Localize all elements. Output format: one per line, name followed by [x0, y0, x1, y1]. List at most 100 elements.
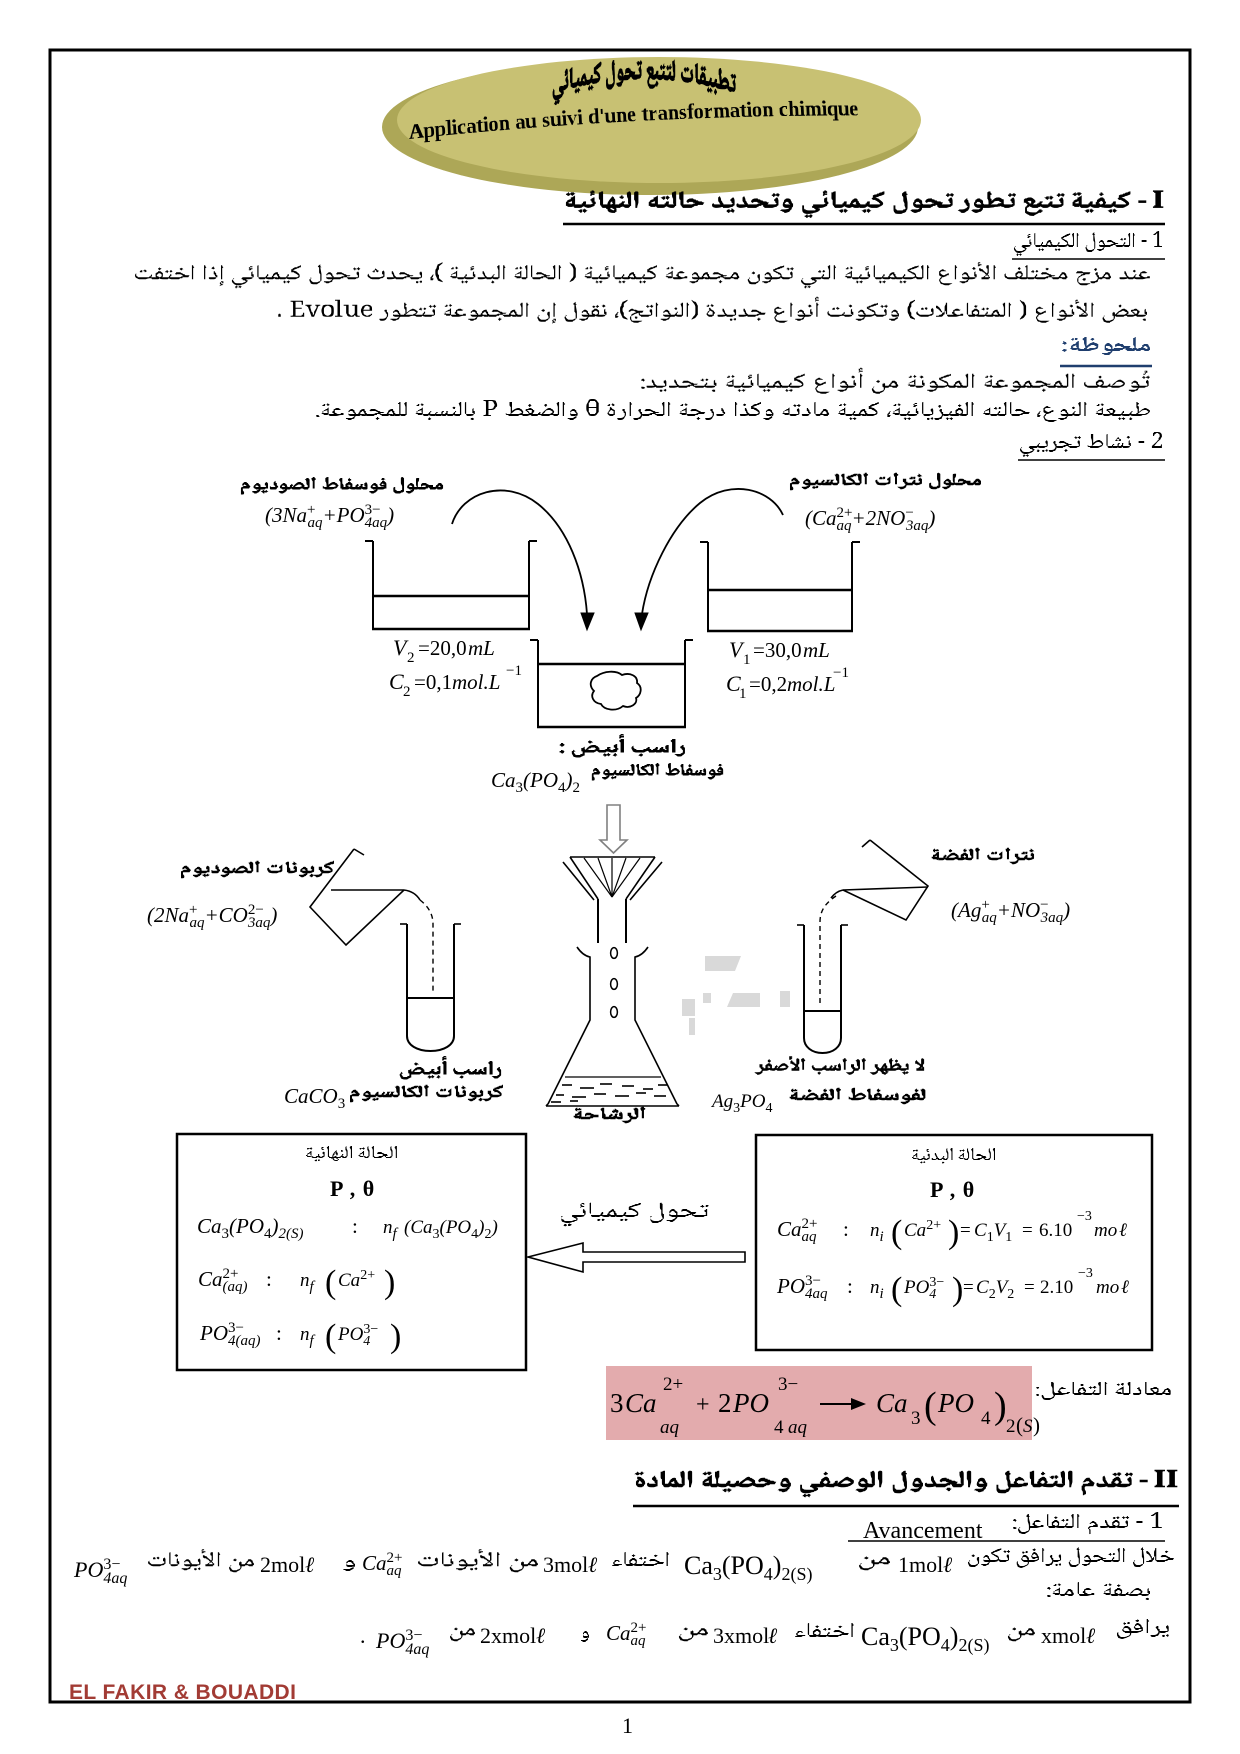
svg-text:Ag3PO4: Ag3PO4	[710, 1091, 772, 1116]
svg-text:ℓ: ℓ	[536, 1623, 546, 1648]
svg-text:=: =	[1022, 1220, 1033, 1241]
svg-text:Ca3(PO4)2(S): Ca3(PO4)2(S)	[861, 1622, 989, 1656]
svg-text:mo: mo	[1094, 1220, 1117, 1241]
svg-text:(3Na+aq+PO3−4aq): (3Na+aq+PO3−4aq)	[265, 502, 394, 531]
svg-text:mL: mL	[468, 636, 495, 660]
svg-text:): )	[994, 1385, 1007, 1427]
svg-text:mol.L: mol.L	[452, 670, 500, 694]
svg-text:=: =	[960, 1220, 971, 1241]
svg-text:4: 4	[981, 1408, 991, 1429]
svg-text:V: V	[729, 637, 745, 662]
svg-text:ℓ: ℓ	[943, 1552, 953, 1577]
svg-text:Ca2+aq: Ca2+aq	[362, 1550, 402, 1579]
svg-text:): )	[948, 1214, 959, 1251]
svg-text::: :	[352, 1214, 358, 1238]
svg-text:−3: −3	[1078, 1266, 1093, 1281]
svg-text:3: 3	[610, 1388, 624, 1418]
svg-text:C: C	[389, 669, 404, 694]
svg-text:C2V2: C2V2	[976, 1277, 1014, 1302]
svg-text:V: V	[393, 635, 409, 660]
svg-text:Ca3(PO4)2: Ca3(PO4)2	[491, 768, 580, 796]
svg-text:Ca2+: Ca2+	[904, 1218, 941, 1241]
svg-text:PO3−4(aq): PO3−4(aq)	[199, 1320, 260, 1349]
svg-text::: :	[843, 1217, 849, 1241]
svg-text:6.10: 6.10	[1039, 1220, 1072, 1241]
svg-text:): )	[952, 1271, 963, 1308]
svg-text::: :	[847, 1274, 853, 1298]
svg-text:2: 2	[1006, 1416, 1016, 1437]
svg-text:mo: mo	[1096, 1277, 1119, 1298]
svg-text:Ca: Ca	[625, 1388, 657, 1418]
svg-text::: :	[266, 1267, 272, 1291]
svg-text:ℓ: ℓ	[588, 1552, 598, 1577]
svg-text:nf: nf	[383, 1217, 399, 1242]
svg-text:PO: PO	[732, 1388, 769, 1418]
svg-text:mol.L: mol.L	[787, 672, 835, 696]
svg-text:mL: mL	[803, 638, 830, 662]
svg-text:ℓ: ℓ	[1086, 1623, 1096, 1648]
svg-text:PO3−4aq: PO3−4aq	[776, 1273, 828, 1302]
svg-text:2: 2	[403, 684, 411, 700]
svg-text:ℓ: ℓ	[1119, 1220, 1127, 1241]
svg-text:(Ca2+aq+2NO−3aq): (Ca2+aq+2NO−3aq)	[805, 505, 935, 534]
svg-text:2+: 2+	[663, 1374, 683, 1395]
svg-text:(: (	[891, 1214, 902, 1251]
svg-text:): )	[1033, 1413, 1040, 1437]
svg-text:+: +	[696, 1392, 710, 1418]
svg-text:ni: ni	[870, 1277, 884, 1302]
svg-text:(: (	[325, 1264, 336, 1301]
svg-text:=0,2: =0,2	[749, 672, 787, 696]
svg-text:P , θ: P , θ	[930, 1177, 975, 1202]
svg-text:3−: 3−	[778, 1374, 798, 1395]
svg-text:Ca3(PO4)2(S): Ca3(PO4)2(S)	[197, 1214, 304, 1242]
svg-text:1: 1	[739, 686, 747, 702]
svg-text:=0,1: =0,1	[414, 670, 452, 694]
svg-text:PO3−4: PO3−4	[337, 1322, 378, 1349]
svg-text:PO3−4aq: PO3−4aq	[375, 1627, 429, 1658]
svg-text:EL FAKIR & BOUADDI: EL FAKIR & BOUADDI	[69, 1681, 296, 1704]
svg-text:nf: nf	[300, 1270, 316, 1295]
svg-text:=: =	[1024, 1277, 1035, 1298]
svg-text:4: 4	[774, 1417, 784, 1438]
svg-text:(Ca3(PO4)2): (Ca3(PO4)2)	[404, 1217, 498, 1242]
svg-text:=: =	[963, 1277, 974, 1298]
svg-text:C1V1: C1V1	[974, 1220, 1012, 1245]
svg-text:Ca2+aq: Ca2+aq	[606, 1620, 646, 1649]
svg-text:2mol: 2mol	[260, 1552, 305, 1577]
svg-text:Ca: Ca	[876, 1388, 908, 1418]
svg-text:Ca3(PO4)2(S): Ca3(PO4)2(S)	[684, 1551, 812, 1585]
svg-text:(: (	[891, 1271, 902, 1308]
svg-text:3xmol: 3xmol	[713, 1623, 769, 1648]
svg-text:=20,0: =20,0	[418, 636, 467, 660]
svg-text:PO: PO	[937, 1388, 974, 1418]
svg-text:P , θ: P , θ	[330, 1176, 375, 1201]
svg-text:C: C	[726, 671, 741, 696]
svg-text:=30,0: =30,0	[753, 638, 802, 662]
svg-text:1mol: 1mol	[898, 1552, 943, 1577]
svg-text:1: 1	[743, 652, 751, 668]
svg-text:.: .	[360, 1623, 366, 1648]
svg-text:(2Na+aq+CO2−3aq): (2Na+aq+CO2−3aq)	[147, 902, 277, 931]
svg-text:): )	[390, 1318, 401, 1355]
svg-text:aq: aq	[660, 1417, 680, 1438]
svg-text:3: 3	[911, 1408, 921, 1429]
svg-text:−1: −1	[833, 665, 849, 681]
svg-text:Ca2+aq: Ca2+aq	[777, 1216, 817, 1245]
svg-text::: :	[276, 1321, 282, 1345]
svg-text:CaCO3: CaCO3	[284, 1084, 345, 1112]
svg-text:PO3−4: PO3−4	[903, 1275, 944, 1302]
svg-text:ni: ni	[870, 1220, 884, 1245]
svg-text:nf: nf	[300, 1324, 316, 1349]
svg-text:ℓ: ℓ	[1121, 1277, 1129, 1298]
svg-text:2xmol: 2xmol	[480, 1623, 536, 1648]
svg-text:S: S	[1023, 1416, 1033, 1437]
svg-text:2: 2	[718, 1388, 732, 1418]
svg-text:Avancement: Avancement	[863, 1518, 983, 1544]
svg-text:(: (	[325, 1318, 336, 1355]
svg-text:−3: −3	[1077, 1209, 1092, 1224]
svg-text:−1: −1	[506, 663, 522, 679]
svg-text:ℓ: ℓ	[768, 1623, 778, 1648]
svg-text:1: 1	[622, 1713, 633, 1738]
svg-text:2: 2	[407, 650, 415, 666]
svg-text:aq: aq	[788, 1417, 808, 1438]
